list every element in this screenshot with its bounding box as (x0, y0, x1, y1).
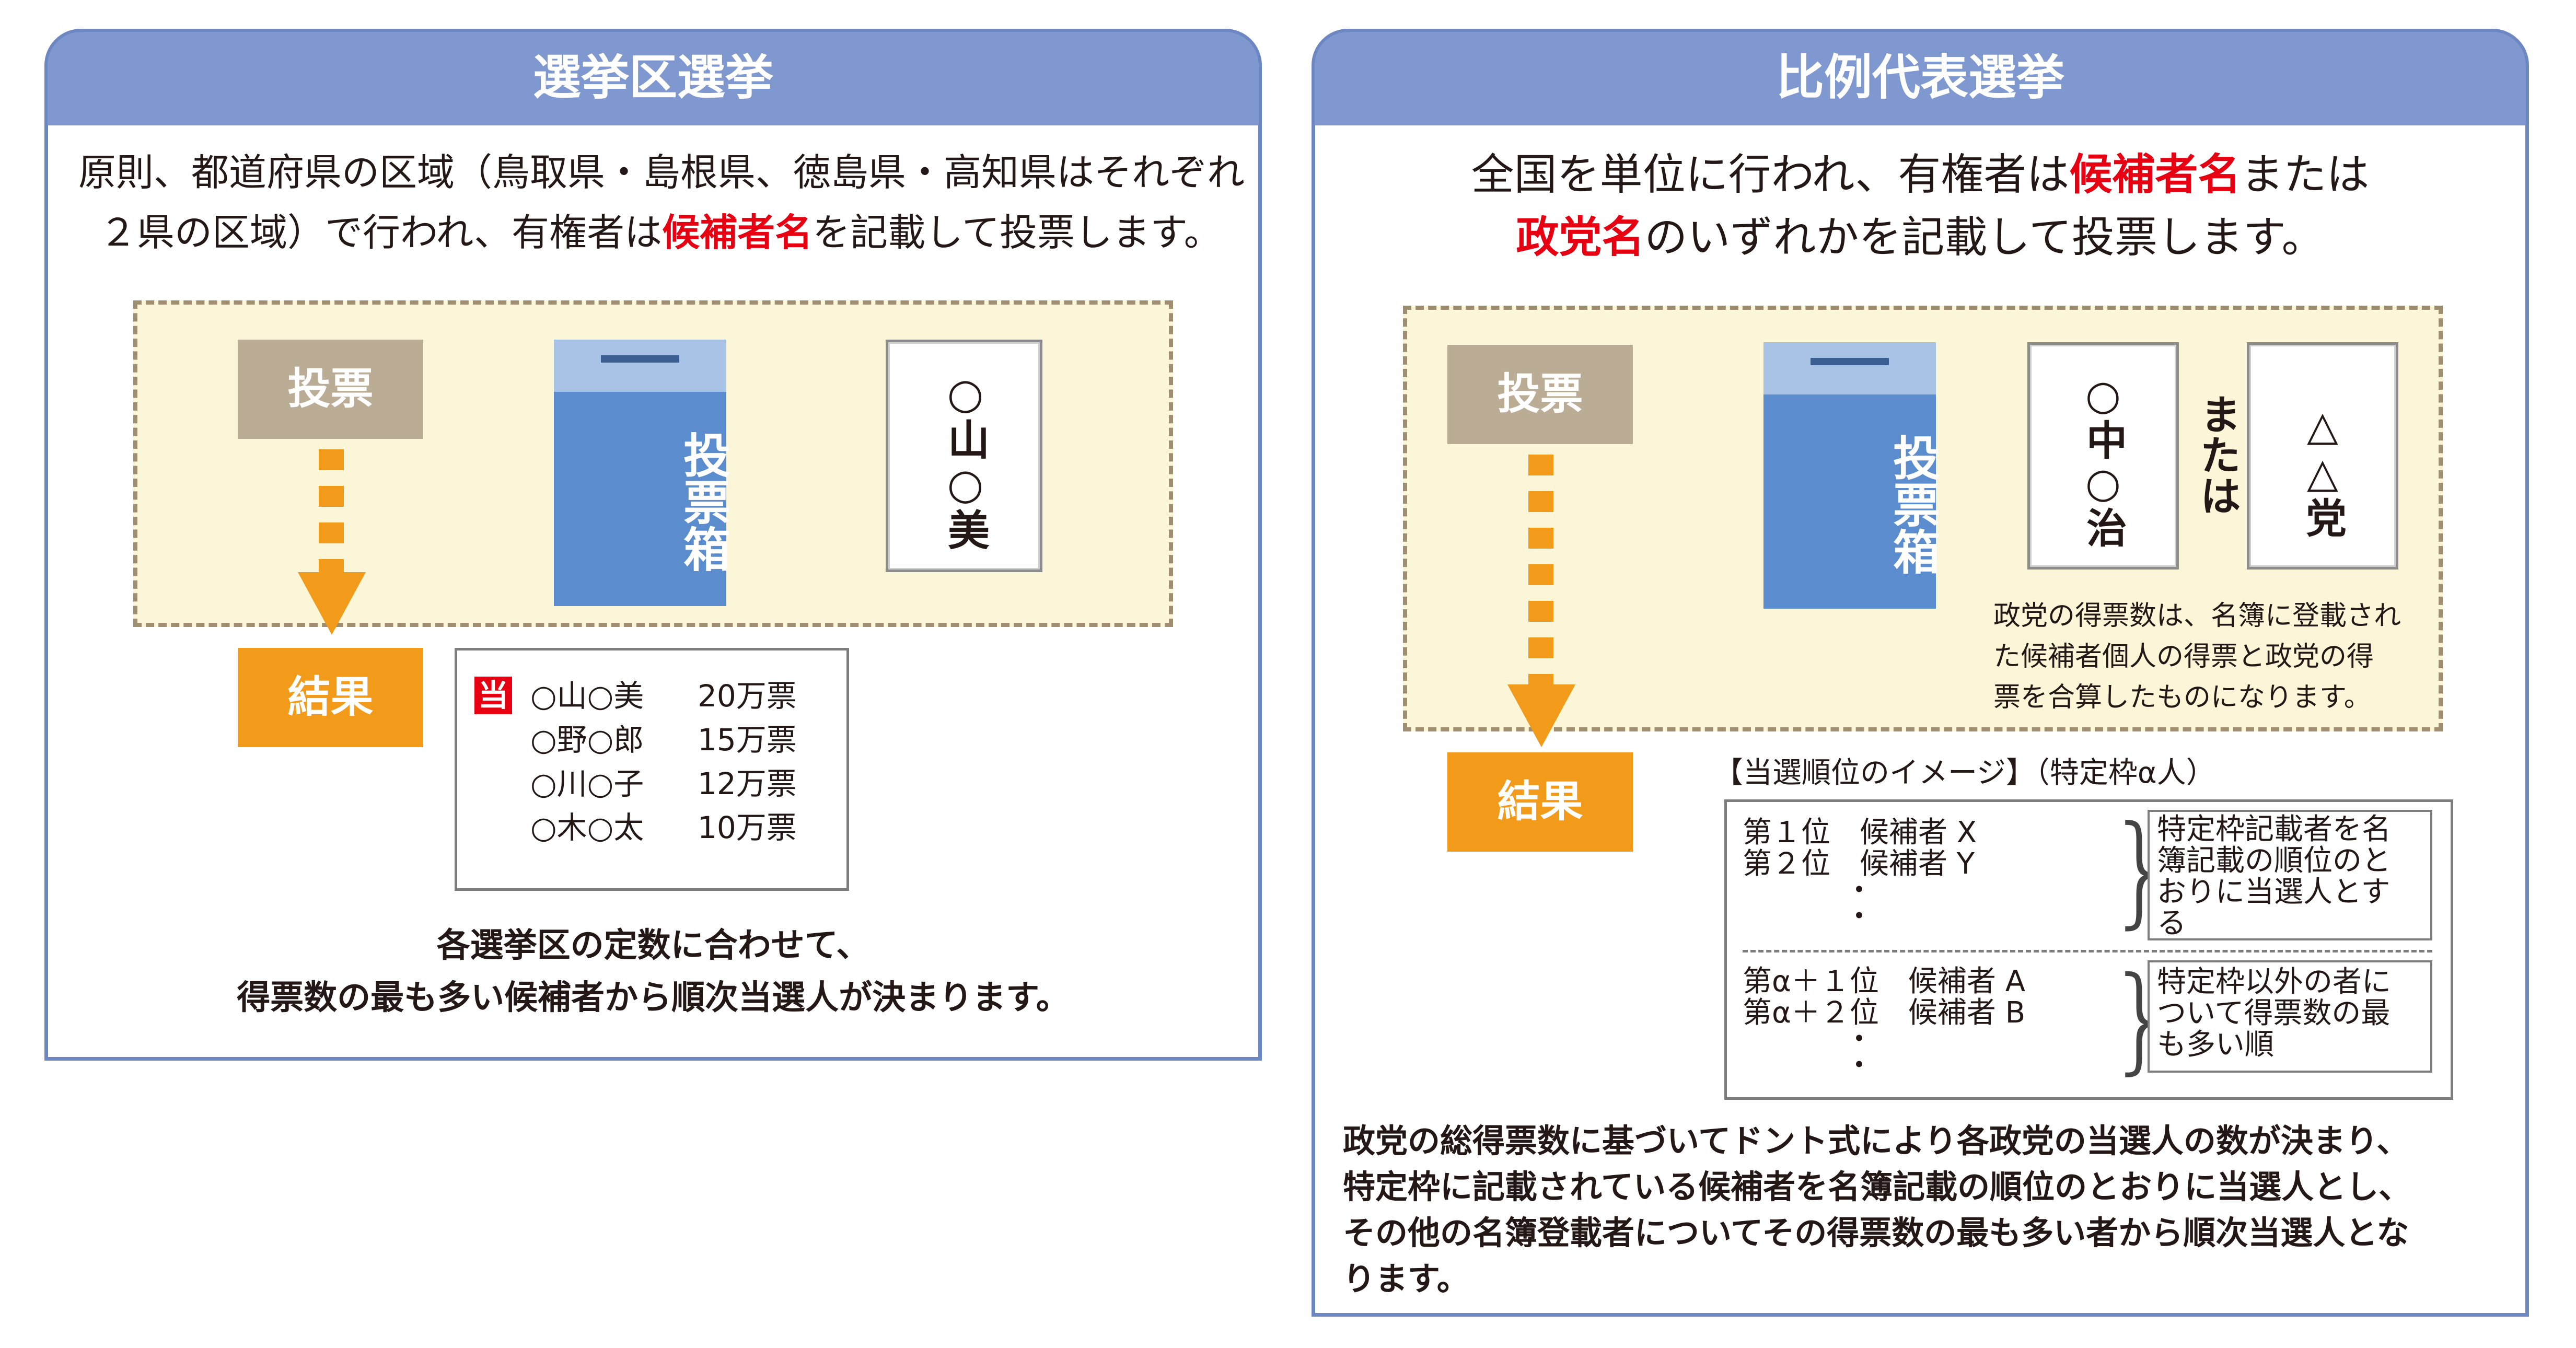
other-slot-note: 特定枠以外の者に ついて得票数の最 も多い順 (2148, 960, 2432, 1073)
result-row: ○川○子 12万票 (530, 766, 797, 801)
right-ballot-box-icon: 投票箱 (1763, 342, 1940, 609)
highlight-candidate-name: 候補者名 (662, 211, 813, 254)
left-ballot-text: ○山○美 (941, 369, 990, 550)
left-ballot-box-label: 投票箱 (675, 431, 730, 572)
left-results-box (455, 648, 849, 891)
left-vote-label: 投票 (238, 340, 423, 439)
left-footer-line1: 各選挙区の定数に合わせて、 (436, 926, 870, 965)
right-vote-label: 投票 (1447, 345, 1633, 444)
right-ballot-candidate-text: ○中○治 (2080, 372, 2127, 548)
result-row: ○山○美 20万票 (530, 678, 797, 714)
party-vote-note: 政党の得票数は、名簿に登載され た候補者個人の得票と政党の得 票を合算したものに… (1993, 600, 2401, 713)
rank-2: 第２位 候補者 Y (1743, 847, 1975, 881)
right-or-label: または (2194, 393, 2241, 516)
rank-3: 第α＋１位 候補者 A (1743, 964, 2026, 998)
ranking-image-title: 【当選順位のイメージ】（特定枠α人） (1714, 756, 2215, 790)
result-row: ○木○太 10万票 (530, 810, 797, 845)
left-footer-line2: 得票数の最も多い候補者から順次当選人が決まります。 (237, 979, 1070, 1017)
left-ballot-paper: ○山○美 (886, 340, 1042, 572)
right-ballot-party: △△党 (2247, 342, 2398, 570)
left-results-list: ○山○美 20万票 ○野○郎 15万票 ○川○子 12万票 ○木○太 10万票 (530, 674, 833, 850)
rank-4: 第α＋２位 候補者 B (1743, 996, 2026, 1030)
left-intro-line2: ２県の区域）で行われ、有権者は候補者名を記載して投票します。 (99, 211, 1222, 254)
right-panel-title: 比例代表選挙 (1776, 50, 2064, 106)
right-arrow (1507, 455, 1575, 747)
ranking-divider (1743, 950, 2432, 952)
elected-badge: 当 (474, 677, 512, 714)
right-ballot-box-label: 投票箱 (1885, 434, 1940, 575)
rank-dots-2: ・ ・ (1844, 1022, 1874, 1083)
right-result-label: 結果 (1447, 752, 1633, 852)
left-intro-line1: 原則、都道府県の区域（鳥取県・島根県、徳島県・高知県はそれぞれ (78, 150, 1245, 194)
rank-dots-1: ・ ・ (1844, 874, 1874, 934)
left-arrow (298, 449, 366, 637)
right-footer: 政党の総得票数に基づいてドント式により各政党の当選人の数が決まり、 特定枠に記載… (1343, 1122, 2411, 1298)
left-panel-title: 選挙区選挙 (532, 50, 773, 106)
special-slot-note: 特定枠記載者を名 簿記載の順位のと おりに当選人とす る (2148, 810, 2432, 940)
right-intro-line1: 全国を単位に行われ、有権者は候補者名または (1471, 150, 2370, 200)
rank-1: 第１位 候補者 X (1743, 816, 1977, 850)
right-ballot-party-text: △△党 (2299, 403, 2346, 538)
right-ballot-candidate: ○中○治 (2027, 342, 2179, 570)
result-row: ○野○郎 15万票 (530, 722, 797, 758)
left-ballot-box-icon: 投票箱 (554, 340, 730, 606)
left-result-label: 結果 (238, 648, 423, 747)
left-panel-header: 選挙区選挙 (44, 29, 1262, 128)
right-intro-line2: 政党名のいずれかを記載して投票します。 (1516, 213, 2325, 262)
right-panel-header: 比例代表選挙 (1312, 29, 2529, 128)
